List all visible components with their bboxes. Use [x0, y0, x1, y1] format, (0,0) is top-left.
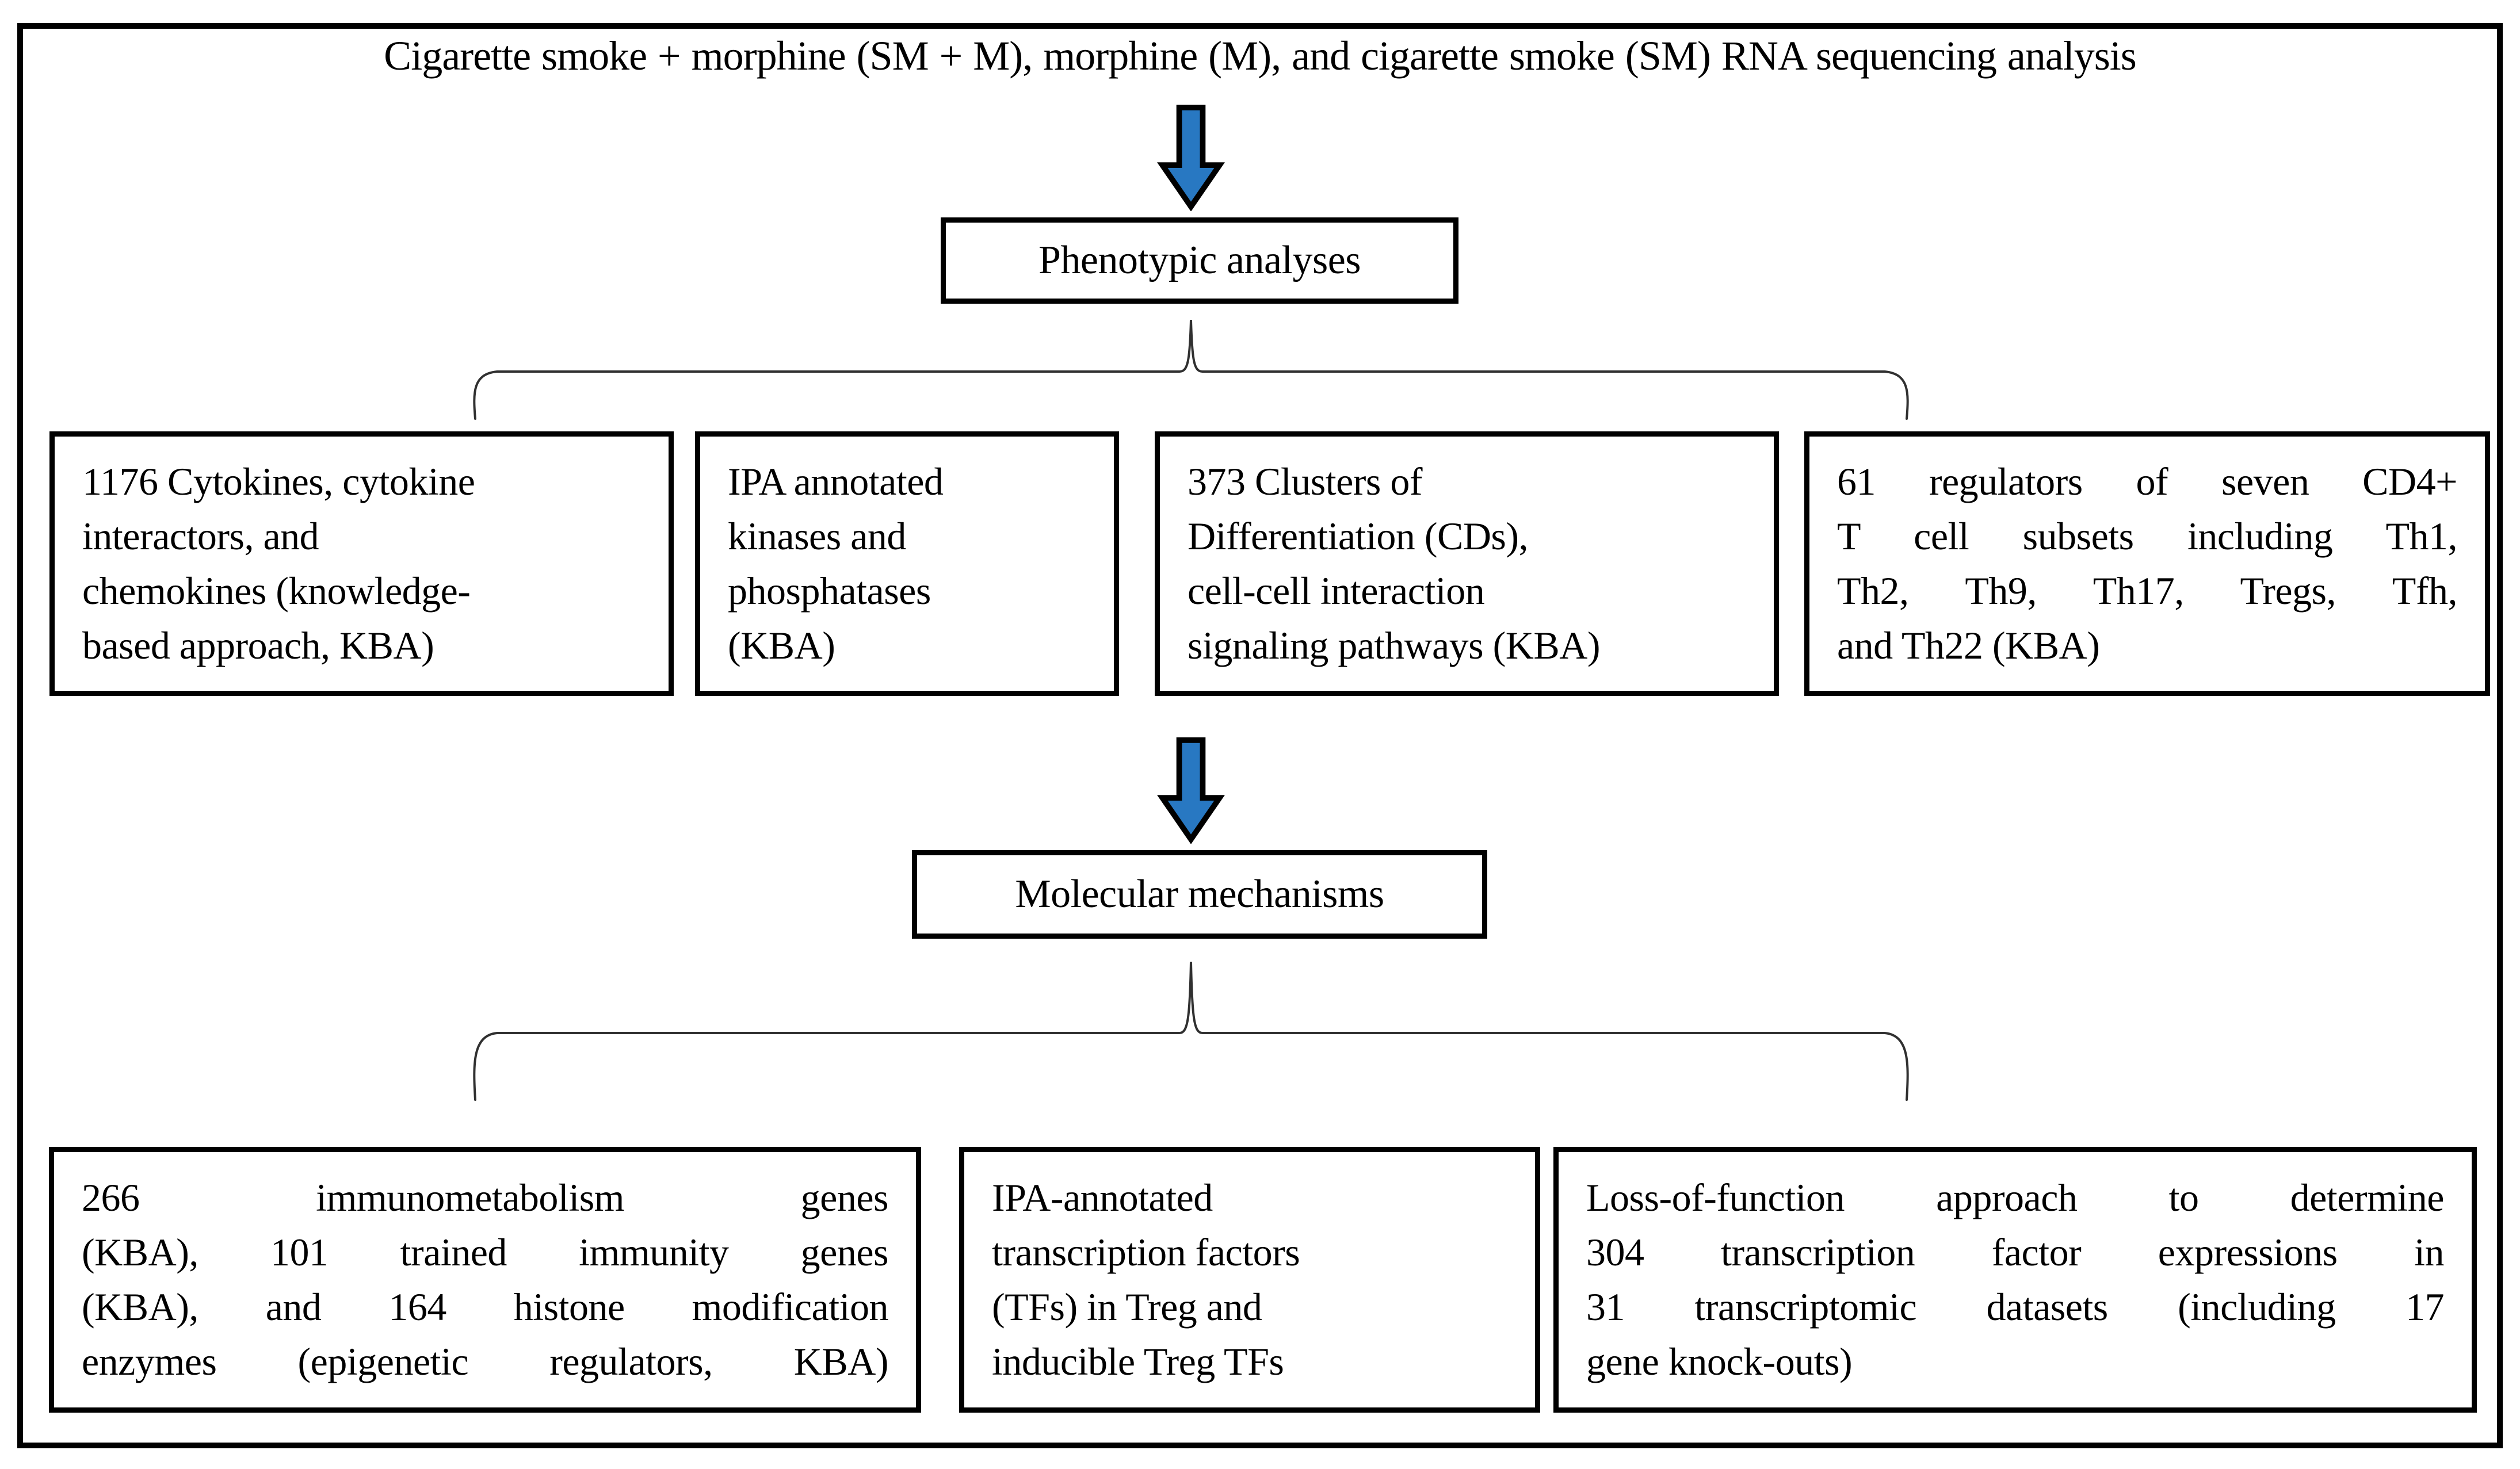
box-treg-transcription-factors: IPA-annotated transcription factors (TFs) …: [959, 1147, 1540, 1413]
brace-bottom: [473, 961, 1909, 1101]
box-line: gene knock-outs): [1586, 1340, 1853, 1383]
box-line: 1176 Cytokines, cytokine: [82, 460, 475, 503]
stage-box-phenotypic-analyses: Phenotypic analyses: [941, 217, 1458, 304]
box-line: Differentiation (CDs),: [1188, 514, 1529, 558]
box-line: transcription factors: [992, 1230, 1300, 1274]
box-line: Loss-of-function approach to determine: [1586, 1176, 2445, 1219]
box-line: 304 transcription factor expressions in: [1586, 1230, 2445, 1274]
box-line: 31 transcriptomic datasets (including 17: [1586, 1285, 2445, 1329]
box-clusters-of-differentiation: 373 Clusters of Differentiation (CDs), cel…: [1155, 431, 1779, 696]
box-line: 61 regulators of seven CD4+: [1837, 460, 2458, 503]
box-line: based approach, KBA): [82, 623, 434, 667]
down-arrow-icon: [1157, 105, 1225, 211]
box-loss-of-function: Loss-of-function approach to determine 30…: [1553, 1147, 2477, 1413]
box-line: cell-cell interaction: [1188, 569, 1485, 613]
box-line: (KBA), and 164 histone modification: [82, 1285, 889, 1329]
box-line: T cell subsets including Th1,: [1837, 514, 2458, 558]
down-arrow-icon: [1157, 737, 1225, 844]
box-line: signaling pathways (KBA): [1188, 623, 1601, 667]
box-line: (TFs) in Treg and: [992, 1285, 1262, 1329]
box-line: chemokines (knowledge-: [82, 569, 471, 613]
figure-border: [17, 23, 2503, 1448]
figure-title: Cigarette smoke + morphine (SM + M), mor…: [384, 33, 2137, 79]
box-line: 266 immunometabolism genes: [82, 1176, 889, 1219]
box-line: enzymes (epigenetic regulators, KBA): [82, 1340, 889, 1383]
box-line: inducible Treg TFs: [992, 1340, 1284, 1383]
brace-path: [473, 319, 1909, 420]
box-line: phosphatases: [728, 569, 931, 613]
stage-label: Molecular mechanisms: [1015, 872, 1384, 916]
box-line: IPA annotated: [728, 460, 944, 503]
box-line: IPA-annotated: [992, 1176, 1213, 1219]
stage-box-molecular-mechanisms: Molecular mechanisms: [912, 850, 1487, 939]
box-line: 373 Clusters of: [1188, 460, 1423, 503]
brace-top: [473, 319, 1909, 420]
box-line: interactors, and: [82, 514, 319, 558]
brace-path: [473, 961, 1909, 1101]
box-line: Th2, Th9, Th17, Tregs, Tfh,: [1837, 569, 2458, 613]
box-cytokines: 1176 Cytokines, cytokine interactors, and…: [49, 431, 674, 696]
box-line: and Th22 (KBA): [1837, 623, 2100, 667]
box-kinases-phosphatases: IPA annotated kinases and phosphatases (KBA…: [695, 431, 1119, 696]
box-line: (KBA), 101 trained immunity genes: [82, 1230, 889, 1274]
down-arrow-shape: [1157, 105, 1225, 211]
stage-label: Phenotypic analyses: [1038, 238, 1361, 282]
down-arrow-shape: [1157, 737, 1225, 844]
box-line: (KBA): [728, 623, 835, 667]
box-cd4-t-cell-regulators: 61 regulators of seven CD4+ T cell subset…: [1804, 431, 2490, 696]
box-line: kinases and: [728, 514, 906, 558]
box-immunometabolism-genes: 266 immunometabolism genes (KBA), 101 tra…: [49, 1147, 921, 1413]
